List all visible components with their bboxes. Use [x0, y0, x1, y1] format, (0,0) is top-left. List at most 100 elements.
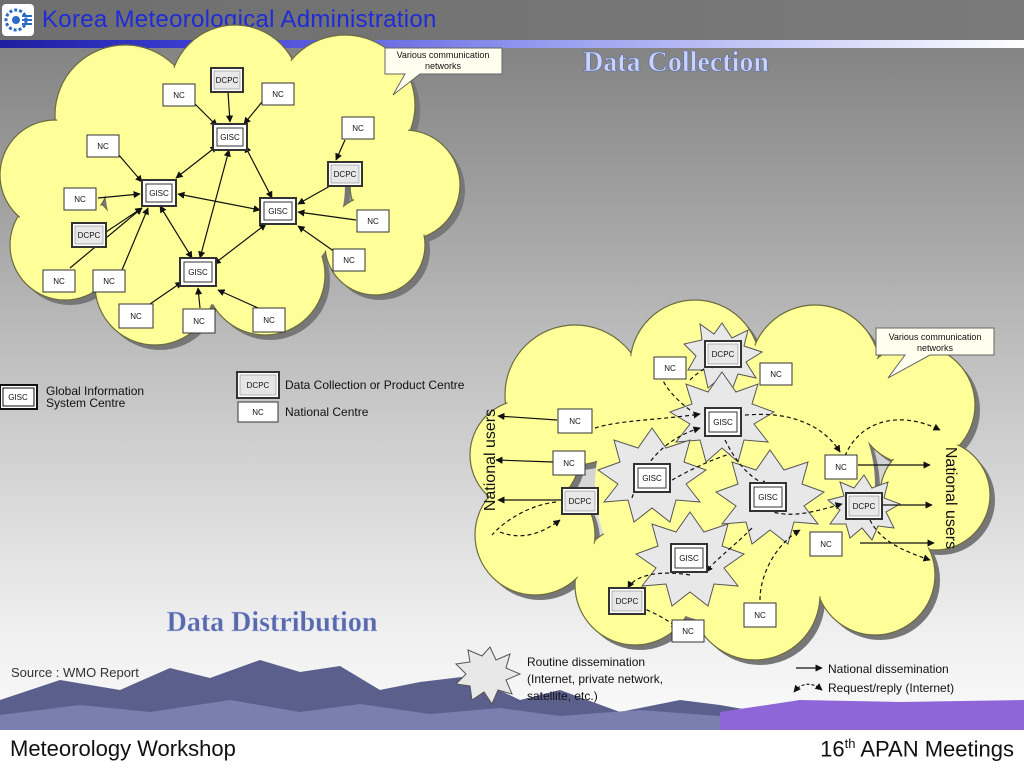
distribution-node-dcpc-bottom: DCPC — [608, 587, 646, 615]
svg-text:NC: NC — [835, 463, 847, 472]
svg-text:NC: NC — [97, 142, 109, 151]
svg-text:DCPC: DCPC — [247, 381, 270, 390]
national-users-right-label: National users — [942, 447, 959, 549]
distribution-callout-line2: networks — [917, 343, 954, 353]
svg-text:GISC: GISC — [713, 418, 733, 427]
svg-text:GISC: GISC — [188, 268, 208, 277]
svg-text:GISC: GISC — [149, 189, 169, 198]
svg-text:GISC: GISC — [8, 393, 28, 402]
svg-text:NC: NC — [103, 277, 115, 286]
svg-text:NC: NC — [754, 611, 766, 620]
collection-callout-line1: Various communication — [397, 50, 490, 60]
distribution-title: Data Distribution — [167, 607, 378, 638]
distribution-node-dcpc-left: DCPC — [561, 487, 599, 515]
collection-callout-line2: networks — [425, 61, 462, 71]
legend-national-dissemination-text: National dissemination — [828, 662, 949, 676]
distribution-node-nc-h: NC — [671, 619, 705, 643]
collection-node-dcpc-top: DCPC — [210, 67, 244, 93]
svg-text:DCPC: DCPC — [216, 76, 239, 85]
collection-node-nc-left-1: NC — [86, 134, 120, 158]
national-users-left-label: National users — [482, 409, 499, 511]
collection-node-nc-right-2: NC — [356, 209, 390, 233]
distribution-node-gisc-3: GISC — [749, 482, 787, 512]
collection-node-nc-right-3: NC — [332, 248, 366, 272]
header-accent-rule — [0, 40, 1024, 48]
collection-node-gisc-top: GISC — [212, 123, 248, 151]
svg-text:GISC: GISC — [758, 493, 778, 502]
distribution-node-nc-d: NC — [552, 450, 586, 476]
source-note: Source : WMO Report — [11, 665, 139, 680]
svg-text:NC: NC — [74, 195, 86, 204]
svg-text:NC: NC — [352, 124, 364, 133]
distribution-node-dcpc-right: DCPC — [845, 492, 883, 520]
collection-node-gisc-right: GISC — [259, 197, 297, 225]
svg-text:DCPC: DCPC — [334, 170, 357, 179]
svg-text:NC: NC — [820, 540, 832, 549]
collection-callout: Various communication networks — [384, 47, 503, 96]
header-bar — [0, 0, 1024, 40]
legend-request-reply-text: Request/reply (Internet) — [828, 681, 954, 695]
svg-text:NC: NC — [770, 370, 782, 379]
collection-node-nc-bl-1: NC — [42, 269, 76, 293]
starburst-icon — [454, 646, 522, 706]
legend-nc-text: National Centre — [285, 405, 369, 419]
legend-dcpc: DCPC Data Collection or Product Centre — [236, 371, 465, 399]
svg-text:GISC: GISC — [679, 554, 699, 563]
collection-node-dcpc-left: DCPC — [71, 222, 107, 248]
svg-text:NC: NC — [252, 408, 264, 417]
distribution-node-nc-c: NC — [557, 408, 593, 434]
footer-right-label: APAN Meetings — [855, 736, 1014, 762]
svg-text:NC: NC — [130, 312, 142, 321]
kma-logo-icon — [2, 4, 34, 36]
mountain-background — [0, 660, 1024, 730]
distribution-node-nc-b: NC — [759, 362, 793, 386]
svg-text:NC: NC — [682, 627, 694, 636]
legend-routine-line1: Routine dissemination — [527, 655, 645, 669]
svg-text:GISC: GISC — [642, 474, 662, 483]
distribution-solid-arrows — [495, 412, 935, 547]
collection-node-nc-right-1: NC — [341, 116, 375, 140]
distribution-node-gisc-1: GISC — [704, 407, 742, 437]
svg-text:GISC: GISC — [268, 207, 288, 216]
distribution-node-nc-e: NC — [824, 454, 858, 480]
svg-text:NC: NC — [272, 90, 284, 99]
legend-national-dissemination: National dissemination — [796, 662, 949, 676]
svg-text:DCPC: DCPC — [712, 350, 735, 359]
distribution-node-gisc-2: GISC — [633, 463, 671, 493]
svg-text:NC: NC — [193, 317, 205, 326]
footer-right-number: 16 — [820, 736, 845, 762]
legend-gisc-text-1: Global Information — [46, 384, 144, 398]
collection-node-gisc-left: GISC — [141, 179, 177, 207]
svg-text:NC: NC — [367, 217, 379, 226]
collection-arrows — [69, 91, 357, 309]
svg-text:DCPC: DCPC — [78, 231, 101, 240]
footer-bar — [0, 730, 1024, 768]
legend-routine-dissemination: Routine dissemination (Internet, private… — [454, 646, 663, 706]
footer-right-suffix: th — [844, 736, 856, 751]
collection-node-dcpc-right: DCPC — [327, 161, 363, 187]
svg-text:NC: NC — [664, 364, 676, 373]
svg-text:NC: NC — [53, 277, 65, 286]
svg-text:NC: NC — [173, 91, 185, 100]
collection-node-nc-bottom-1: NC — [118, 303, 154, 329]
footer-right-text: 16th APAN Meetings — [820, 736, 1014, 762]
collection-node-nc-bl-2: NC — [92, 269, 126, 293]
legend-dcpc-text: Data Collection or Product Centre — [285, 378, 465, 392]
collection-node-nc-top-left: NC — [162, 83, 196, 107]
svg-text:NC: NC — [263, 316, 275, 325]
svg-text:DCPC: DCPC — [616, 597, 639, 606]
svg-text:DCPC: DCPC — [569, 497, 592, 506]
svg-text:DCPC: DCPC — [853, 502, 876, 511]
distribution-node-dcpc-top: DCPC — [704, 340, 742, 368]
distribution-callout-line1: Various communication — [889, 332, 982, 342]
legend-gisc-text-2: System Centre — [46, 396, 126, 410]
collection-node-nc-bottom-2: NC — [182, 308, 216, 334]
legend-routine-line2: (Internet, private network, — [527, 672, 663, 686]
distribution-node-nc-f: NC — [809, 531, 843, 557]
collection-node-nc-top-right: NC — [261, 82, 295, 106]
svg-text:NC: NC — [569, 417, 581, 426]
distribution-node-nc-g: NC — [743, 602, 777, 628]
distribution-node-nc-a: NC — [653, 356, 687, 380]
svg-text:NC: NC — [563, 459, 575, 468]
